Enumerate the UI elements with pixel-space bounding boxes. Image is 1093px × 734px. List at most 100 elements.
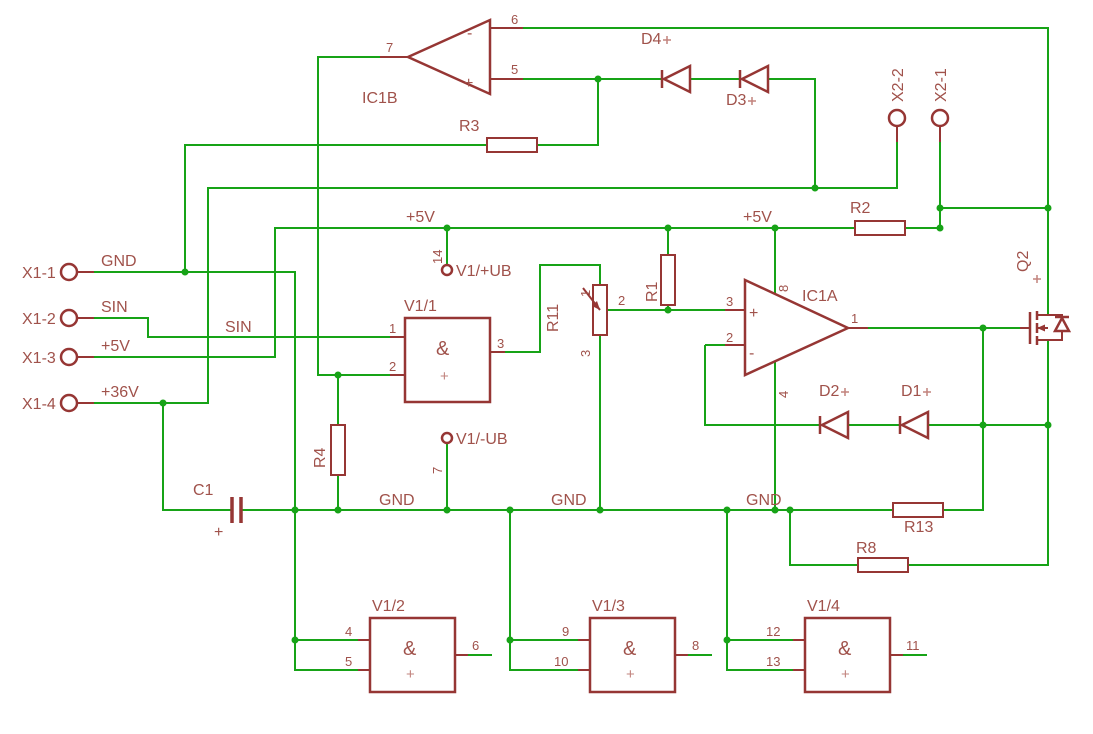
wire <box>908 340 1049 566</box>
labels: X1-1 X1-2 X1-3 X1-4 GND SIN +5V +36V X2-… <box>22 12 1032 683</box>
origin-cross <box>663 36 671 44</box>
pad-label: X2-1 <box>933 68 950 102</box>
junction-dot <box>291 636 299 644</box>
pin-number: 5 <box>345 654 352 669</box>
input-sign: + <box>464 75 473 92</box>
opamp-IC1B <box>404 18 492 96</box>
wire <box>94 271 358 671</box>
opamp-body <box>743 278 851 377</box>
origin-cross <box>748 97 756 105</box>
junction-dot <box>723 506 731 514</box>
wire <box>162 403 232 511</box>
wire <box>317 56 390 376</box>
pin-number: 14 <box>430 250 445 264</box>
junction-dot <box>771 224 779 232</box>
pin-number: 13 <box>766 654 780 669</box>
gate-v1-1-body <box>403 316 492 404</box>
pin-number: 8 <box>692 638 699 653</box>
pin-number: 2 <box>726 330 733 345</box>
wire <box>943 328 984 511</box>
wire <box>905 142 941 229</box>
diode-D3 <box>738 63 770 95</box>
body-diode-wire <box>1048 331 1063 341</box>
junction-dot <box>664 224 672 232</box>
junction-dot <box>936 204 944 212</box>
junction-dot <box>334 506 342 514</box>
origin-crosses <box>663 36 1041 396</box>
input-sign: - <box>749 345 754 362</box>
component-ref: Q2 <box>1015 251 1032 272</box>
gate-function: & <box>623 638 637 660</box>
pin-number: 6 <box>472 638 479 653</box>
junction-dot <box>506 636 514 644</box>
pad-label: X1-4 <box>22 396 56 413</box>
pad-x1-3 <box>59 347 79 367</box>
net-label: GND <box>101 253 137 270</box>
pin-number: 10 <box>554 654 568 669</box>
component-ref: V1/3 <box>592 598 625 615</box>
net-label: +36V <box>101 384 139 401</box>
resistor-R1-body <box>660 254 676 306</box>
pin-number: 3 <box>578 350 593 357</box>
pot-wiper-arrow-head <box>592 301 600 310</box>
pad-label: X1-3 <box>22 350 56 367</box>
resistor-R4-body <box>330 424 346 476</box>
origin-mark: + <box>406 666 415 683</box>
pin-number: 6 <box>511 12 518 27</box>
capacitor-C1 <box>230 497 243 523</box>
net-label: +5V <box>406 209 435 226</box>
diode-D1 <box>898 409 930 441</box>
supply-pads <box>440 263 454 445</box>
body-diode-triangle <box>1052 315 1072 333</box>
resistor-R3-body <box>486 137 538 153</box>
net-label: +5V <box>743 209 772 226</box>
pad-label: X1-1 <box>22 265 56 282</box>
diode-D2 <box>818 409 850 441</box>
wire <box>789 510 858 566</box>
diode-triangle <box>739 63 770 95</box>
pin-number: 8 <box>776 285 791 292</box>
gate-v1-3-body <box>588 616 677 694</box>
pad-x2-1 <box>930 108 950 128</box>
pad-x1-1 <box>59 262 79 282</box>
pin-number: 1 <box>578 290 593 297</box>
component-ref: C1 <box>193 482 214 499</box>
pin-number: 3 <box>497 336 504 351</box>
net-label: GND <box>379 492 415 509</box>
component-ref: D4 <box>641 31 662 48</box>
junction-dot <box>334 371 342 379</box>
pin-number: 4 <box>345 624 352 639</box>
junction-dot <box>786 506 794 514</box>
pin-number: 12 <box>766 624 780 639</box>
junction-dot <box>596 506 604 514</box>
connector-x2 <box>887 108 950 128</box>
gate-function: & <box>838 638 852 660</box>
junction-dot <box>506 506 514 514</box>
pin-number: 4 <box>776 391 791 398</box>
component-ref: IC1B <box>362 90 398 107</box>
pin-number: 1 <box>851 311 858 326</box>
component-ref: D2 <box>819 383 840 400</box>
junction-dot <box>443 224 451 232</box>
component-ref: D1 <box>901 383 922 400</box>
polarity-mark: + <box>214 524 223 541</box>
diode-triangle <box>819 409 850 441</box>
potentiometer-R11 <box>582 284 608 336</box>
component-ref: R1 <box>644 281 661 302</box>
junction-dot <box>181 268 189 276</box>
net-label: +5V <box>101 338 130 355</box>
junction-dot <box>443 506 451 514</box>
opamp-IC1A <box>743 278 851 377</box>
input-sign: + <box>749 305 758 322</box>
component-ref: IC1A <box>802 288 838 305</box>
wires <box>94 27 1049 671</box>
pad-x1-2 <box>59 308 79 328</box>
pin-number: 7 <box>386 40 393 55</box>
wire <box>523 27 1049 315</box>
mosfet-Q2 <box>1028 311 1072 345</box>
input-sign: - <box>467 25 472 42</box>
gate-v1-2-body <box>368 616 457 694</box>
junction-dot <box>936 224 944 232</box>
wire <box>726 510 793 671</box>
